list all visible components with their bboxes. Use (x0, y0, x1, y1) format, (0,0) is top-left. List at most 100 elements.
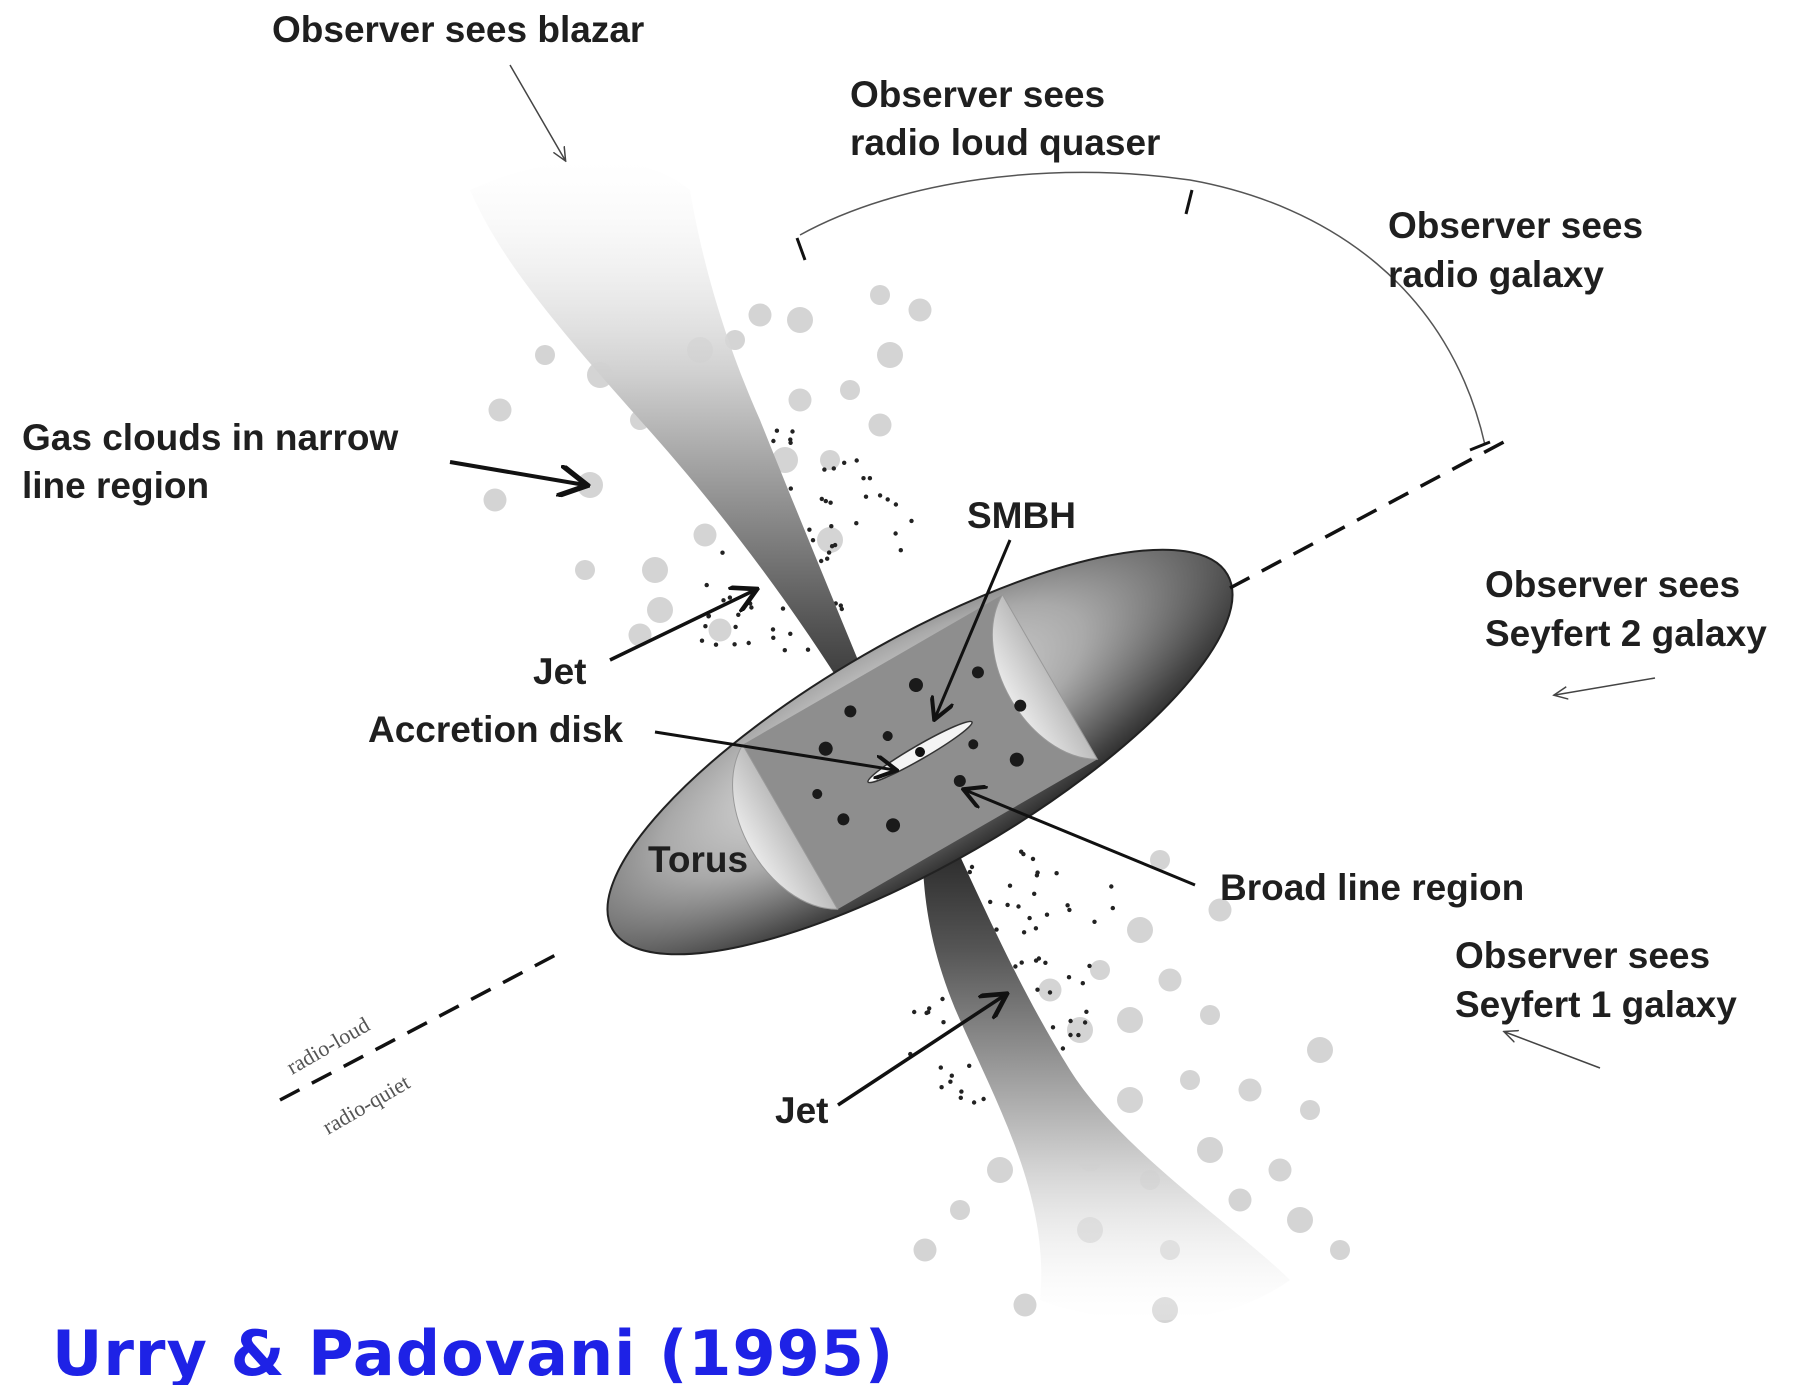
gas-cloud (1200, 1005, 1220, 1025)
gas-cloud (1229, 1189, 1252, 1212)
gas-dot (807, 528, 811, 532)
gas-dot (894, 502, 898, 506)
gas-cloud (950, 1200, 970, 1220)
gas-dot (819, 559, 823, 563)
gas-dot (1068, 1033, 1072, 1037)
gas-dot (825, 557, 829, 561)
gas-dot (968, 870, 972, 874)
gas-dot (1008, 884, 1012, 888)
gas-dot (781, 606, 785, 610)
gas-dot (970, 865, 974, 869)
gas-dot (864, 495, 868, 499)
seyfert1-arrow (1505, 1032, 1600, 1068)
gas-dot (1061, 1046, 1065, 1050)
gas-cloud (1239, 1079, 1262, 1102)
gas-dot (909, 519, 913, 523)
gas-dot (1068, 1019, 1072, 1023)
label-sy2-line2: Seyfert 2 galaxy (1485, 613, 1767, 654)
gas-dot (1081, 981, 1085, 985)
arc-tick-1 (797, 238, 805, 260)
gas-dot (1022, 930, 1026, 934)
gas-dot (771, 627, 775, 631)
gas-dot (959, 1089, 963, 1093)
gas-dot (1032, 892, 1036, 896)
gas-dot (1076, 1033, 1080, 1037)
gas-dot (721, 598, 725, 602)
gas-cloud (789, 389, 812, 412)
gas-dot (806, 648, 810, 652)
gas-dot (822, 467, 826, 471)
gas-cloud (1180, 1070, 1200, 1090)
gas-cloud (575, 560, 595, 580)
gas-dot (1048, 990, 1052, 994)
gas-dot (775, 429, 779, 433)
gas-cloud (1039, 979, 1062, 1002)
gas-dot (820, 497, 824, 501)
gas-dot (790, 429, 794, 433)
gas-dot (912, 1010, 916, 1014)
gas-dot (733, 625, 737, 629)
gas-cloud (1014, 1294, 1037, 1317)
label-rlq-line2: radio loud quaser (850, 122, 1160, 163)
gas-dot (811, 538, 815, 542)
blazar-arrow (510, 65, 565, 160)
gas-dot (926, 1010, 930, 1014)
gas-dot (842, 461, 846, 465)
gas-dot (939, 1085, 943, 1089)
gas-dot (1013, 964, 1017, 968)
gas-dot (1087, 964, 1091, 968)
gas-dot (959, 1096, 963, 1100)
gas-cloud (817, 527, 843, 553)
gas-dot (720, 551, 724, 555)
gas-dot (1054, 871, 1058, 875)
label-sy2-line1: Observer sees (1485, 564, 1740, 605)
gas-dot (748, 601, 752, 605)
jet-upper-arrow (610, 590, 755, 660)
label-rg-line2: radio galaxy (1388, 254, 1604, 295)
gas-dot (714, 643, 718, 647)
gas-dot (1037, 956, 1041, 960)
gas-dot (878, 493, 882, 497)
radio-division-line-lower (280, 950, 565, 1100)
gas-dot (927, 1006, 931, 1010)
gas-cloud (840, 380, 860, 400)
gas-dot (899, 548, 903, 552)
gas-cloud (1197, 1137, 1223, 1163)
gas-dot (988, 900, 992, 904)
gas-dot (828, 501, 832, 505)
gas-dot (1005, 903, 1009, 907)
torus (557, 478, 1284, 1027)
gas-cloud (877, 342, 903, 368)
gas-dot (967, 1064, 971, 1068)
gas-dot (1084, 1010, 1088, 1014)
gas-cloud (1269, 1159, 1292, 1182)
citation-credit: Urry & Padovani (1995) (52, 1317, 894, 1385)
gas-dot (1034, 926, 1038, 930)
gas-dot (1067, 975, 1071, 979)
label-blazar: Observer sees blazar (272, 9, 644, 50)
label-sy1-line2: Seyfert 1 galaxy (1455, 984, 1737, 1025)
gas-dot (1035, 988, 1039, 992)
gas-cloud (749, 304, 772, 327)
gas-dot (950, 1074, 954, 1078)
blr-arrow (965, 790, 1195, 885)
gas-dot (736, 613, 740, 617)
gas-cloud (870, 285, 890, 305)
gas-dot (789, 486, 793, 490)
gas-dot (939, 1065, 943, 1069)
gas-dot (771, 439, 775, 443)
label-radio-loud: radio-loud (282, 1012, 374, 1079)
gas-dot (1027, 916, 1031, 920)
label-torus: Torus (648, 839, 748, 880)
arc-tick-3 (1470, 442, 1490, 450)
gas-dot (861, 476, 865, 480)
gas-dot (855, 458, 859, 462)
gas-cloud (1287, 1207, 1313, 1233)
gas-dot (1083, 1020, 1087, 1024)
gas-cloud (869, 414, 892, 437)
gas-cloud (987, 1157, 1013, 1183)
gas-dot (824, 499, 828, 503)
gas-dot (886, 497, 890, 501)
gas-cloud (909, 299, 932, 322)
